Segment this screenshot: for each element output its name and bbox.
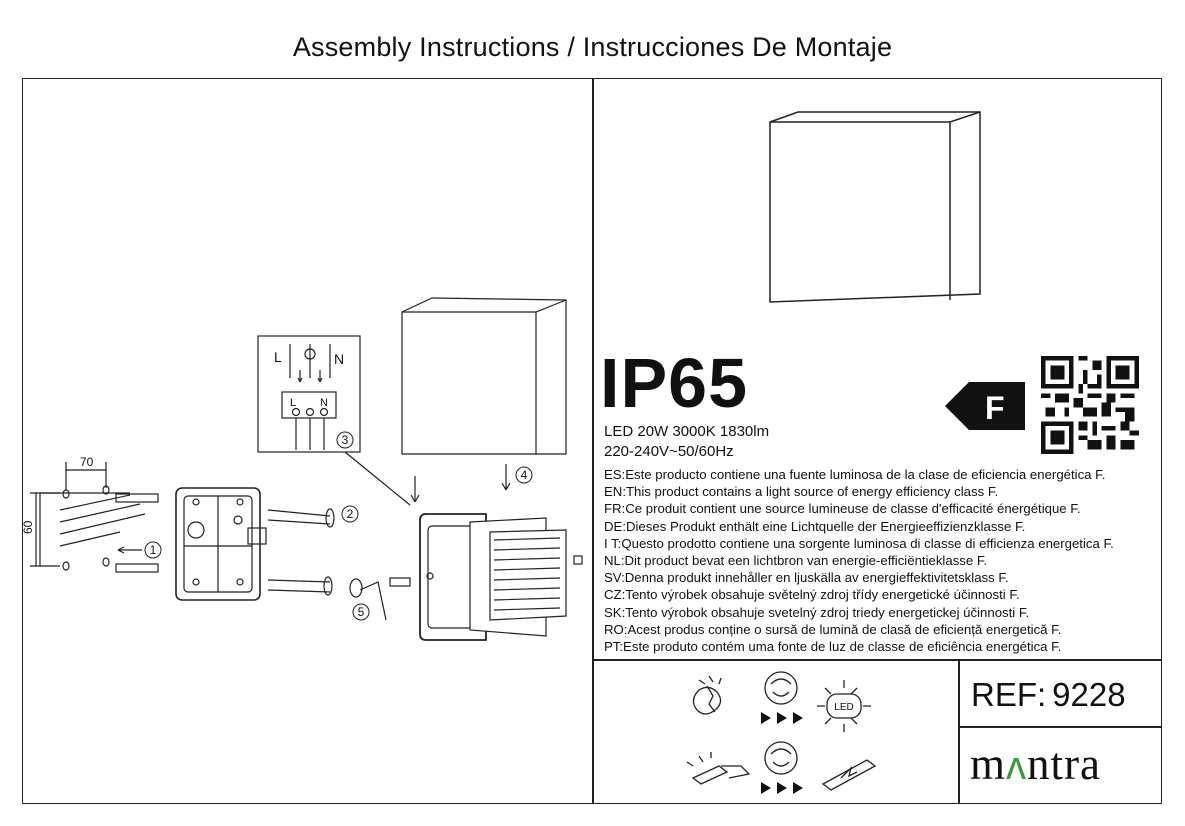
brand-divider <box>959 726 1162 728</box>
electrician-icon-2 <box>764 741 798 775</box>
dim-horizontal-label: 70 <box>80 455 94 469</box>
screws <box>267 508 335 596</box>
spec-power: LED 20W 3000K 1830lm <box>604 423 770 440</box>
driver-icon <box>821 759 877 791</box>
brand-part1: m <box>970 739 1007 789</box>
electrician-icon <box>764 671 798 705</box>
statement-sk: SK:Tento výrobok obsahuje svetelný zdroj… <box>604 604 1030 620</box>
reference-number: REF:9228 <box>971 676 1126 714</box>
step-4-label: 4 <box>521 468 528 482</box>
product-illustration <box>769 111 981 303</box>
led-light-icon <box>817 680 871 732</box>
lamp-body <box>419 513 583 641</box>
statement-pt: PT:Este produto contém uma fonte de luz … <box>604 639 1062 655</box>
statement-nl: NL:Dit product bevat een lichtbron van e… <box>604 553 988 569</box>
step-1-label: 1 <box>150 543 157 557</box>
step-3-label: 3 <box>342 433 349 447</box>
energy-class-badge: F <box>945 382 1025 430</box>
wall-dimensions <box>30 462 146 571</box>
step-2-label: 2 <box>347 507 354 521</box>
energy-statements: ES:Este producto contiene una fuente lum… <box>604 466 1114 655</box>
column-divider <box>592 78 594 804</box>
brand-logo: mʌntra <box>970 738 1101 790</box>
led-icon-label: LED <box>834 702 853 713</box>
ref-label: REF: <box>971 676 1047 713</box>
hex-key <box>349 577 411 621</box>
ref-divider <box>958 660 960 804</box>
brand-caret: ʌ <box>1006 744 1028 788</box>
wiring-detail-box <box>257 335 411 506</box>
ref-value: 9228 <box>1052 676 1126 713</box>
statement-de: DE:Dieses Produkt enthält eine Lichtquel… <box>604 518 1026 534</box>
statement-sv: SV:Denna produkt innehåller en ljuskälla… <box>604 570 1009 586</box>
icons-divider <box>593 659 1162 661</box>
broken-led-icon <box>692 675 722 715</box>
step-5-label: 5 <box>358 605 365 619</box>
wire-label-live: L <box>274 349 282 365</box>
ip-rating: IP65 <box>600 344 748 422</box>
terminal-label-neutral: N <box>320 397 328 409</box>
wire-label-neutral: N <box>334 351 344 367</box>
statement-ro: RO:Acest produs conține o sursă de lumin… <box>604 621 1062 637</box>
brand-part2: ntra <box>1027 739 1101 789</box>
safety-icons: LED <box>686 671 877 794</box>
page-title: Assembly Instructions / Instrucciones De… <box>292 32 893 62</box>
statement-fr: FR:Ce produit contient une source lumine… <box>604 501 1081 517</box>
dim-vertical-label: 60 <box>21 520 35 534</box>
spec-voltage: 220-240V~50/60Hz <box>604 443 734 460</box>
terminal-label-live: L <box>290 397 296 409</box>
driver-broken-icon <box>686 752 751 785</box>
statement-en: EN:This product contains a light source … <box>604 484 999 500</box>
wall-anchors <box>115 493 159 573</box>
lamp-cube-illustration <box>401 297 567 455</box>
energy-class-label: F <box>985 390 1005 426</box>
assembly-diagram: 70 60 L N L N 1 2 3 4 5 <box>21 297 583 641</box>
statement-es: ES:Este producto contiene una fuente lum… <box>604 467 1106 482</box>
statement-it: I T:Questo prodotto contiene una sorgent… <box>604 535 1114 551</box>
statement-cz: CZ:Tento výrobek obsahuje světelný zdroj… <box>604 587 1020 603</box>
qr-code-icon <box>1041 356 1139 454</box>
mounting-plate <box>175 487 267 601</box>
